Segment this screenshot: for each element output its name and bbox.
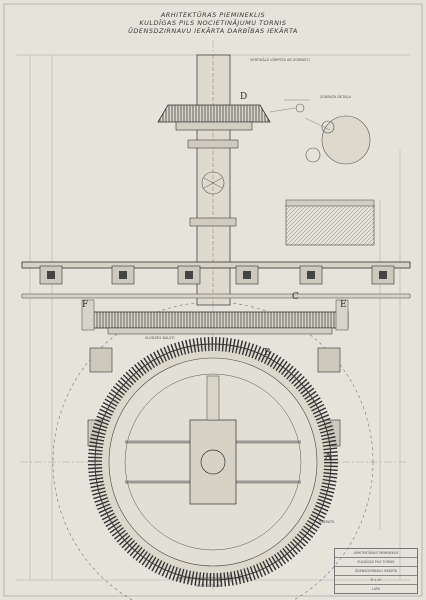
section-label-f: F bbox=[82, 300, 89, 310]
note-mid-left: SLODZES BALSTI bbox=[145, 336, 175, 340]
header-line-1: ARHITEKTŪRAS PIEMINEKLIS bbox=[160, 11, 266, 19]
title-block-row-3: ŪDENSDZIRNAVU IEKĀRTA bbox=[335, 567, 417, 576]
title-block: ARHITEKTŪRAS PIEMINEKLIS KULDĪGAS PILS T… bbox=[334, 548, 418, 594]
note-right-detail: ZOBRATA DETAĻA bbox=[320, 95, 351, 99]
note-bottom-wheel: ZOBRATS bbox=[318, 520, 335, 524]
section-label-a: A bbox=[325, 452, 332, 462]
section-label-d: D bbox=[240, 92, 248, 102]
section-label-c: C bbox=[292, 292, 299, 302]
title-block-row-1: ARHITEKTŪRAS PIEMINEKLIS bbox=[335, 549, 417, 558]
title-block-row-2: KULDĪGAS PILS TORNIS bbox=[335, 558, 417, 567]
section-label-b: B bbox=[264, 348, 271, 358]
note-bottom-dim: SKAT. DETAĻAS bbox=[196, 584, 223, 588]
header-line-2: KULDĪGAS PILS NOCIETINĀJUMU TORNIS bbox=[139, 19, 287, 27]
note-top-axle: VERTIKĀLĀ VĀRPSTA AR ZOBRATU bbox=[250, 58, 310, 62]
title-block-row-5: LAPA bbox=[372, 587, 380, 591]
header-line-3: ŪDENSDZIRNAVU IEKĀRTA DARBĪBAS IEKĀRTA bbox=[128, 27, 298, 35]
title-block-row-4: M 1:10 bbox=[335, 576, 417, 585]
section-label-e: E bbox=[340, 300, 347, 310]
